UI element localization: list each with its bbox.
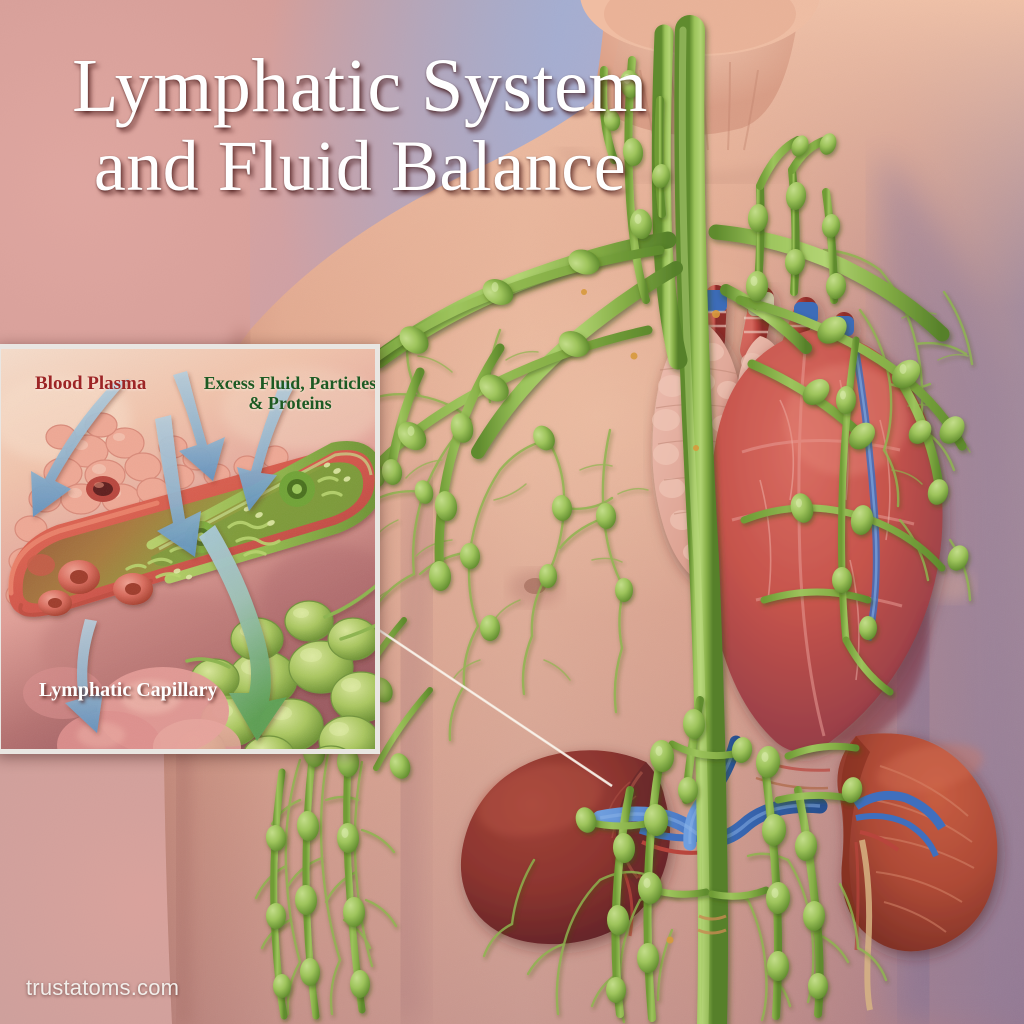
watermark-url: trustatoms.com <box>26 975 180 1000</box>
label-blood-plasma: Blood Plasma <box>35 373 147 394</box>
inset-illustration <box>1 349 375 749</box>
label-excess-fluid: Excess Fluid, Particles & Proteins <box>203 373 375 414</box>
kidney <box>837 733 998 1011</box>
lymphatic-capillary-inset[interactable]: Blood Plasma Excess Fluid, Particles & P… <box>0 344 380 754</box>
label-lymphatic-capillary: Lymphatic Capillary <box>39 679 218 701</box>
